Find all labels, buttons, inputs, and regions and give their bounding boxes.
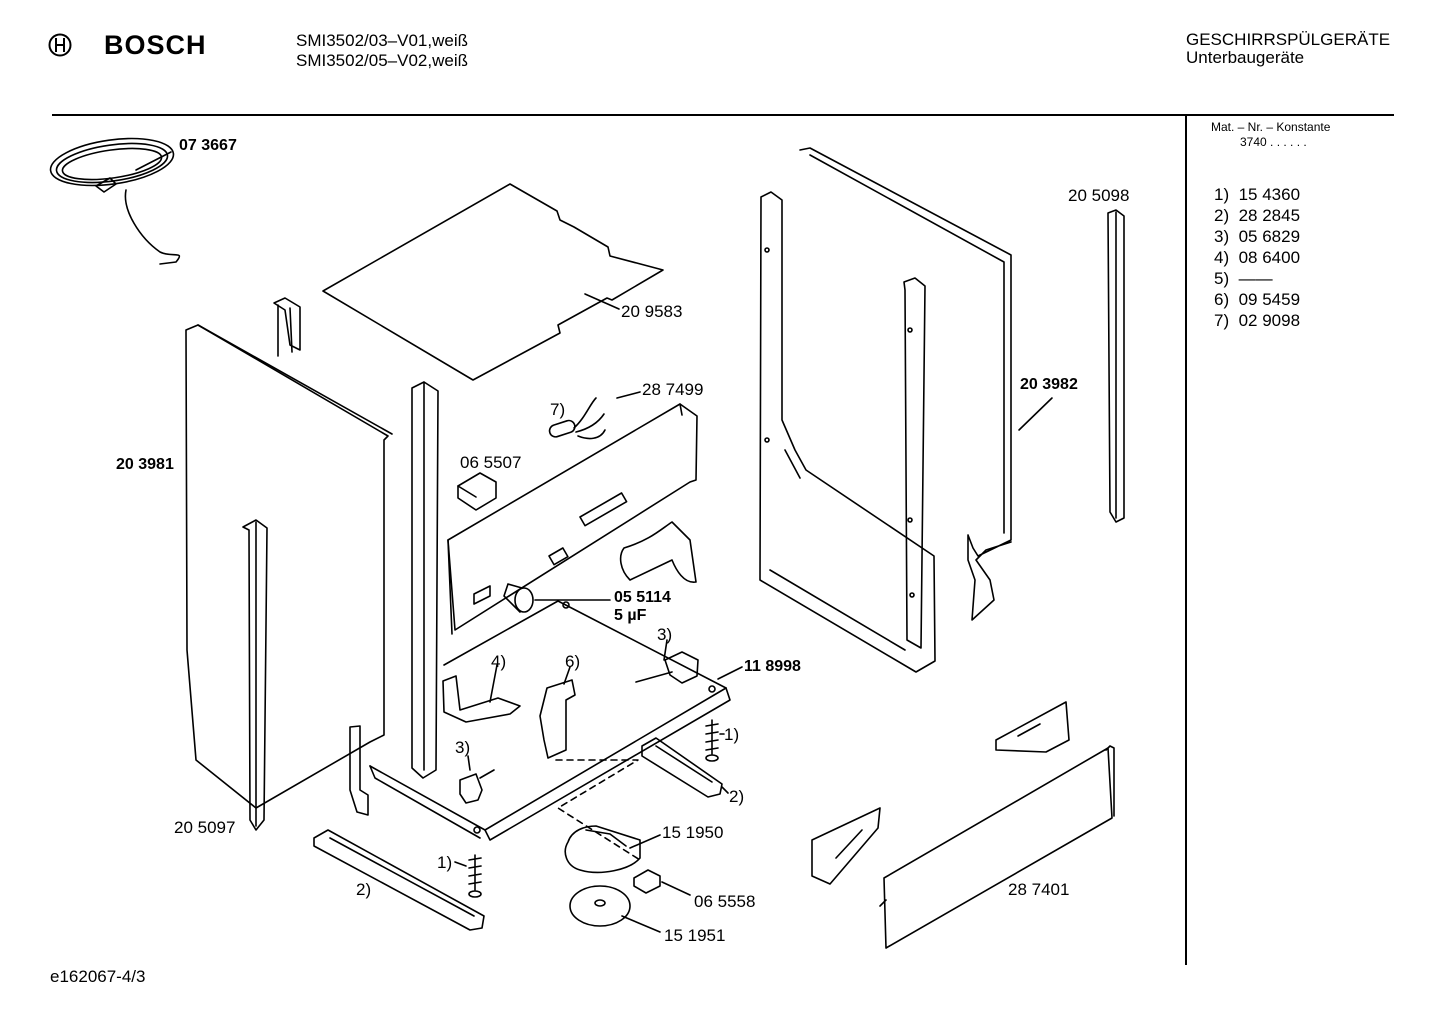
back-panel-part	[800, 148, 1011, 620]
top-cover-part	[323, 184, 663, 380]
capacitor-part-7	[548, 398, 605, 438]
screw-part-1	[469, 855, 481, 897]
plinth-bracket-part	[996, 702, 1069, 752]
screw-part-1	[706, 720, 718, 761]
plug-part-06-5558	[634, 870, 660, 893]
parts-list-item: 3) 05 6829	[1214, 227, 1301, 246]
constants-value: 3740 . . . . . .	[1240, 135, 1307, 149]
capacitor-part-05-5114	[504, 584, 533, 612]
control-panel-part	[448, 404, 697, 634]
foot-rail-part-2	[642, 738, 722, 797]
model-line-1: SMI3502/03–V01,weiß	[296, 31, 468, 50]
callout-label: 1)	[724, 725, 740, 744]
callout-label: 4)	[491, 652, 507, 671]
callout-label: 28 7499	[642, 380, 704, 399]
callout-label: 2)	[356, 880, 372, 899]
bosch-logo-icon	[48, 33, 72, 57]
softener-part-15-1950	[565, 826, 640, 872]
callout-label: 15 1950	[662, 823, 724, 842]
switch-part-06-5507	[458, 473, 496, 510]
callout-label: 3)	[657, 625, 673, 644]
callout-label: 20 9583	[621, 302, 683, 321]
clip-part-3	[636, 652, 698, 683]
callout-label: 20 5097	[174, 818, 236, 837]
parts-list-item: 1) 15 4360	[1214, 185, 1301, 204]
plinth-part-28-7401	[880, 746, 1114, 948]
power-cord-part	[48, 132, 180, 264]
rail-part	[412, 382, 438, 778]
callout-label: 20 3982	[1020, 376, 1078, 393]
model-line-2: SMI3502/05–V02,weiß	[296, 51, 468, 70]
callout-label: 28 7401	[1008, 880, 1070, 899]
disc-part-15-1951	[570, 886, 630, 926]
clip-part-3	[460, 770, 494, 803]
callout-label: 5 µF	[614, 607, 647, 624]
hose-connector-part	[621, 522, 696, 582]
callout-label: 11 8998	[744, 658, 801, 675]
callout-label: 2)	[729, 787, 745, 806]
callout-label: 06 5507	[460, 453, 522, 472]
callout-label: 1)	[437, 853, 453, 872]
parts-list-item: 4) 08 6400	[1214, 248, 1301, 267]
foot-rail-part-2	[314, 830, 484, 930]
callout-label: 05 5114	[614, 589, 671, 606]
parts-list-item: 6) 09 5459	[1214, 290, 1301, 309]
callout-label: 07 3667	[179, 137, 237, 154]
callout-label: 15 1951	[664, 926, 726, 945]
parts-list-item: 2) 28 2845	[1214, 206, 1301, 225]
bracket-part-4	[443, 676, 520, 722]
header-divider	[52, 114, 1394, 116]
callout-label: 3)	[455, 738, 471, 757]
callout-label: 7)	[550, 400, 566, 419]
bracket-part-6	[540, 680, 575, 758]
category-title: GESCHIRRSPÜLGERÄTE	[1186, 30, 1391, 49]
base-plate-part	[370, 601, 730, 840]
door-frame-part	[760, 192, 935, 672]
sidebar-divider	[1185, 115, 1187, 965]
parts-list-item: 5) ——	[1214, 269, 1273, 288]
callout-label: 20 3981	[116, 456, 174, 473]
rail-part	[274, 298, 300, 356]
drawing-code: e162067-4/3	[50, 967, 146, 986]
category-subtitle: Unterbaugeräte	[1186, 48, 1305, 67]
constants-heading: Mat. – Nr. – Konstante	[1211, 120, 1331, 134]
corner-bracket-part	[350, 726, 368, 815]
rail-part-20-5097	[243, 520, 267, 830]
brand-name: BOSCH	[104, 30, 207, 60]
plinth-bracket-part	[812, 808, 880, 884]
callout-label: 06 5558	[694, 892, 756, 911]
callout-label: 20 5098	[1068, 186, 1130, 205]
callout-label: 6)	[565, 652, 581, 671]
parts-list-item: 7) 02 9098	[1214, 311, 1301, 330]
left-side-panel-part	[186, 325, 392, 808]
strip-part-20-5098	[1108, 210, 1124, 522]
